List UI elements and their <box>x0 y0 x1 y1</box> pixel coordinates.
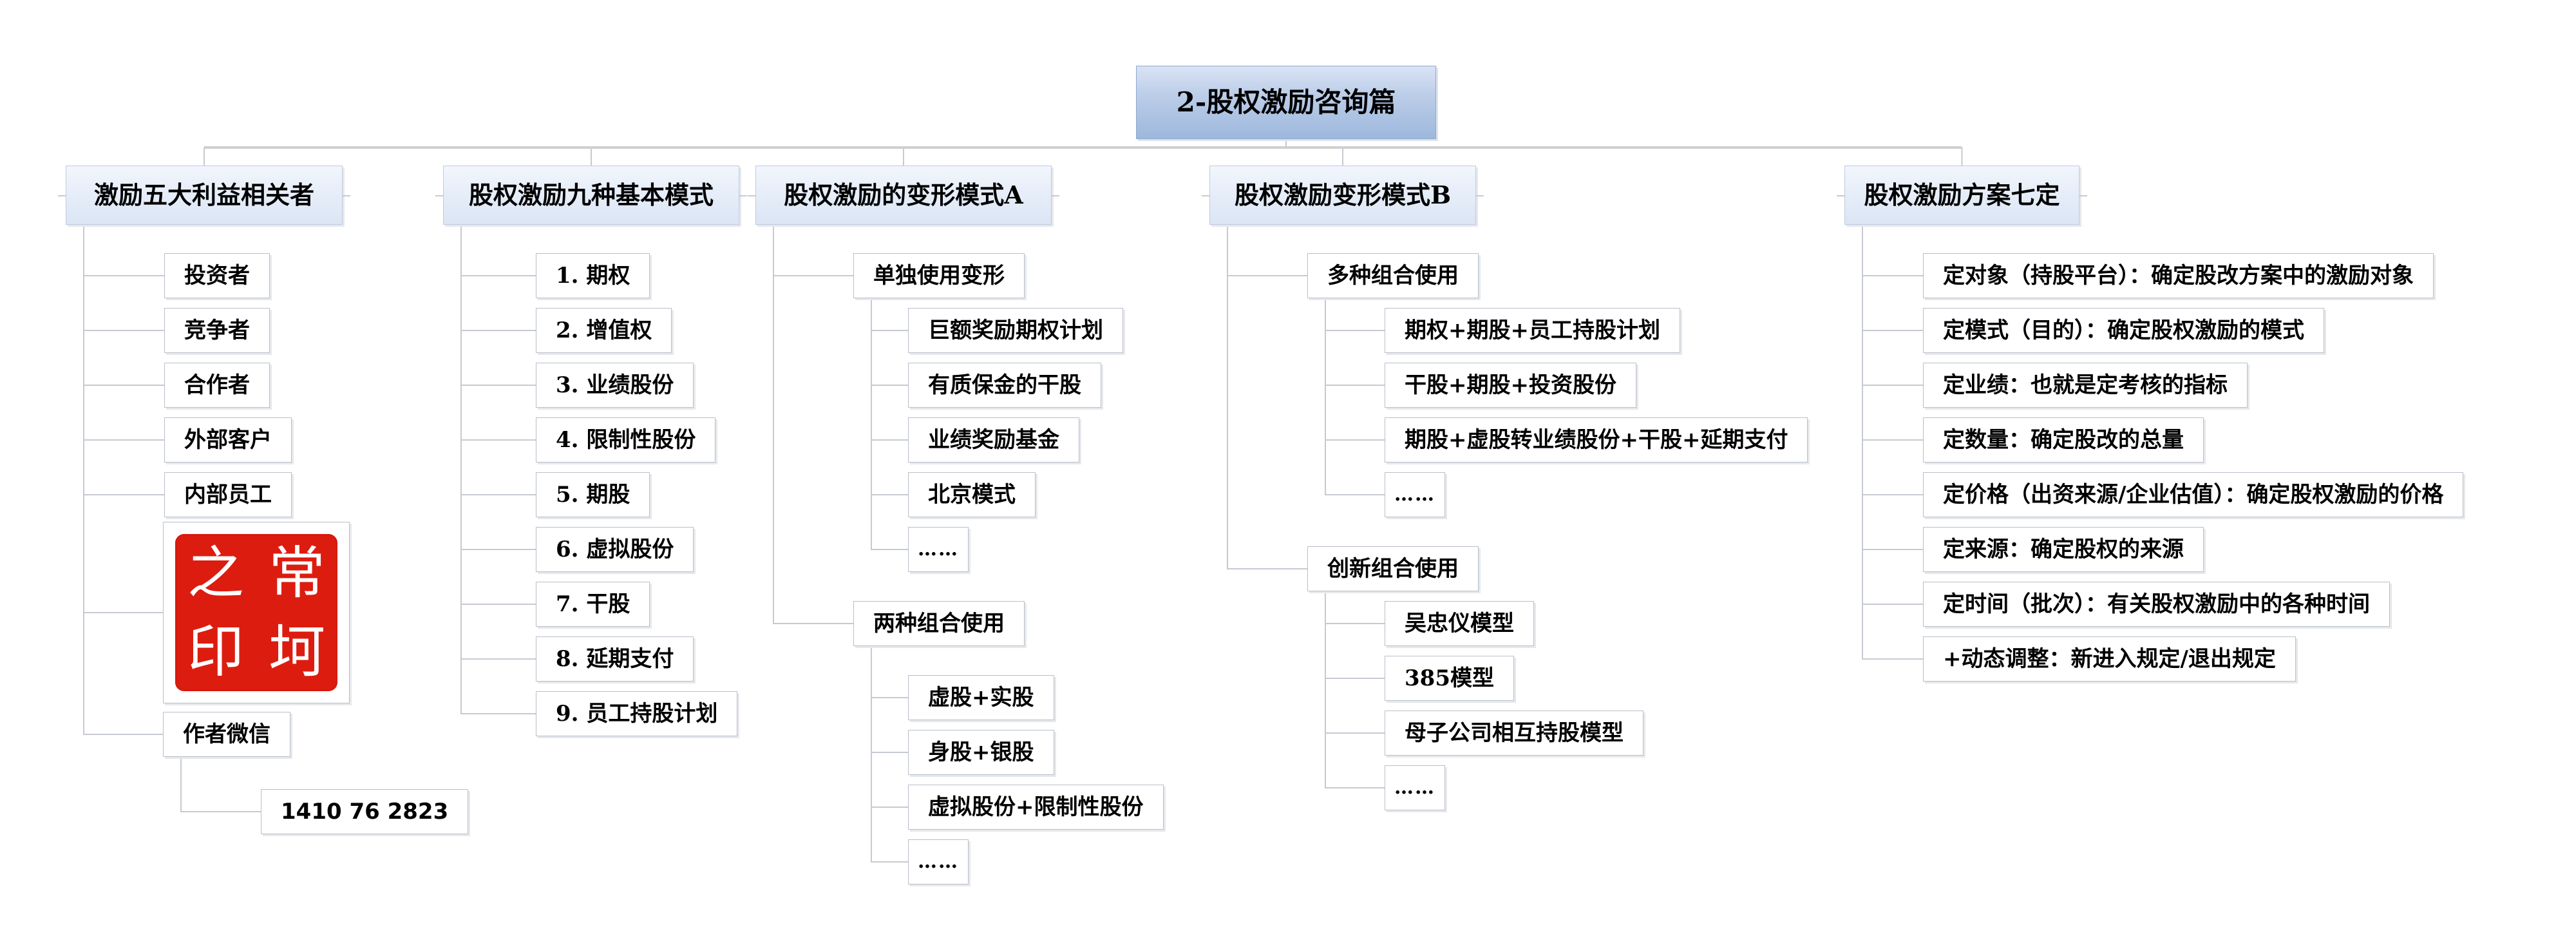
branch-header-variant-models-a[interactable]: 股权激励的变形模式A <box>748 166 1059 225</box>
node-dynamic-adjustment[interactable]: +动态调整：新进入规定/退出规定 <box>1923 636 2296 682</box>
node-external-customer[interactable]: 外部客户 <box>164 417 292 463</box>
node-define-price[interactable]: 定价格（出资来源/企业估值）：确定股权激励的价格 <box>1923 472 2464 517</box>
node-performance-reward-fund[interactable]: 业绩奖励基金 <box>908 417 1079 463</box>
node-virtual-plus-real[interactable]: 虚股+实股 <box>908 675 1054 720</box>
node-define-quantity[interactable]: 定数量：确定股改的总量 <box>1923 417 2204 463</box>
node-investor[interactable]: 投资者 <box>164 253 270 298</box>
node-huge-reward-option-plan[interactable]: 巨额奖励期权计划 <box>908 308 1123 353</box>
node-restricted-shares[interactable]: 4. 限制性股份 <box>536 417 716 463</box>
node-dry-shares[interactable]: 7. 干股 <box>536 582 650 627</box>
node-author-wechat[interactable]: 作者微信 <box>163 712 290 757</box>
node-define-model[interactable]: 定模式（目的）：确定股权激励的模式 <box>1923 308 2324 353</box>
node-combo-option-stock-esop[interactable]: 期权+期股+员工持股计划 <box>1385 308 1680 353</box>
node-standalone-variants[interactable]: 单独使用变形 <box>853 253 1025 298</box>
node-partner[interactable]: 合作者 <box>164 363 270 408</box>
node-define-performance[interactable]: 定业绩：也就是定考核的指标 <box>1923 363 2248 408</box>
node-beijing-model[interactable]: 北京模式 <box>908 472 1036 517</box>
seal-char-top-right: 常 <box>268 540 325 606</box>
node-deferred-payment[interactable]: 8. 延期支付 <box>536 636 694 682</box>
node-combo-stock-virtual-dry-deferred[interactable]: 期股+虚股转业绩股份+干股+延期支付 <box>1385 417 1808 463</box>
node-competitor[interactable]: 竞争者 <box>164 308 270 353</box>
branch-header-variant-models-b[interactable]: 股权激励变形模式B <box>1202 166 1484 225</box>
node-multi-combined-use[interactable]: 多种组合使用 <box>1307 253 1479 298</box>
node-appreciation-right[interactable]: 2. 增值权 <box>536 308 672 353</box>
node-guaranteed-dry-shares[interactable]: 有质保金的干股 <box>908 363 1101 408</box>
node-option[interactable]: 1. 期权 <box>536 253 650 298</box>
node-combo-dry-stock-investment[interactable]: 干股+期股+投资股份 <box>1385 363 1636 408</box>
seal-char-bottom-right: 坷 <box>268 618 325 685</box>
branch-header-stakeholders[interactable]: 激励五大利益相关者 <box>58 166 350 225</box>
root-topic[interactable]: 2-股权激励咨询篇 <box>1136 66 1436 139</box>
node-ellipsis[interactable]: …… <box>1385 472 1445 517</box>
node-wechat-number[interactable]: 1410 76 2823 <box>261 789 469 834</box>
branch-header-seven-determinations[interactable]: 股权激励方案七定 <box>1837 166 2087 225</box>
seal-char-top-left: 之 <box>187 540 244 606</box>
node-ellipsis[interactable]: …… <box>908 839 969 884</box>
node-385-model[interactable]: 385模型 <box>1385 656 1514 701</box>
node-define-source[interactable]: 定来源：确定股权的来源 <box>1923 527 2204 572</box>
seal-stamp-image: 之 常 印 坷 <box>175 534 337 691</box>
node-esop[interactable]: 9. 员工持股计划 <box>536 691 738 736</box>
node-virtual-plus-restricted[interactable]: 虚拟股份+限制性股份 <box>908 785 1164 830</box>
node-virtual-shares[interactable]: 6. 虚拟股份 <box>536 527 694 572</box>
node-parent-subsidiary-crossholding-model[interactable]: 母子公司相互持股模型 <box>1385 711 1643 756</box>
seal-char-bottom-left: 印 <box>187 618 244 685</box>
node-author-seal[interactable]: 之 常 印 坷 <box>163 522 350 703</box>
node-innovative-combined-use[interactable]: 创新组合使用 <box>1307 546 1479 591</box>
branch-header-nine-basic-models[interactable]: 股权激励九种基本模式 <box>435 166 747 225</box>
node-stock-option[interactable]: 5. 期股 <box>536 472 650 517</box>
node-ellipsis[interactable]: …… <box>1385 765 1445 810</box>
node-wuzhongyi-model[interactable]: 吴忠仪模型 <box>1385 601 1534 646</box>
node-define-time[interactable]: 定时间（批次）：有关股权激励中的各种时间 <box>1923 582 2390 627</box>
node-two-combined-use[interactable]: 两种组合使用 <box>853 601 1025 646</box>
node-define-object[interactable]: 定对象（持股平台）：确定股改方案中的激励对象 <box>1923 253 2434 298</box>
node-performance-shares[interactable]: 3. 业绩股份 <box>536 363 694 408</box>
node-body-plus-silver[interactable]: 身股+银股 <box>908 730 1054 775</box>
node-internal-employee[interactable]: 内部员工 <box>164 472 292 517</box>
node-ellipsis[interactable]: …… <box>908 527 969 572</box>
